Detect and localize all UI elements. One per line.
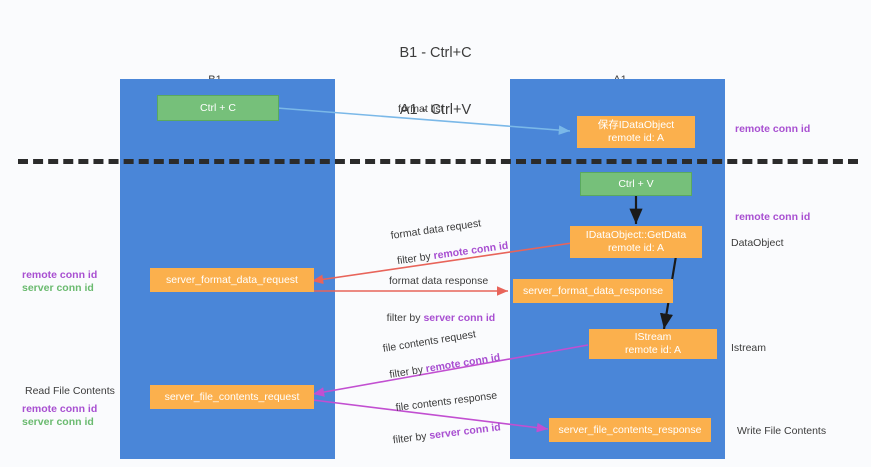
node-store-idataobject-line1: 保存IDataObject: [597, 119, 675, 131]
filter-value: remote conn id: [432, 239, 509, 263]
filter-value: remote conn id: [424, 351, 502, 376]
node-server-file-contents-request[interactable]: server_file_contents_request: [150, 385, 314, 409]
filter-prefix: filter by: [392, 430, 431, 447]
node-store-idataobject[interactable]: 保存IDataObject remote id: A: [577, 116, 695, 148]
edge-label-format-data-response-filter: filter by server conn id: [375, 299, 496, 338]
annotation-left-server-conn-id-1: server conn id: [22, 282, 94, 294]
node-server-format-data-request[interactable]: server_format_data_request: [150, 268, 314, 292]
node-getdata-line1: IDataObject::GetData: [585, 229, 687, 241]
node-server-format-data-response[interactable]: server_format_data_response: [513, 279, 673, 303]
annotation-right-write-file-contents: Write File Contents: [737, 425, 827, 437]
edge-label-format-data-response: format data response: [389, 275, 489, 287]
phase-separator: [18, 159, 858, 164]
filter-prefix: filter by: [396, 250, 435, 268]
edge-label-format-list: format list: [398, 103, 444, 115]
title-line-1: B1 - Ctrl+C: [399, 45, 472, 61]
node-server-file-contents-response[interactable]: server_file_contents_response: [549, 418, 711, 442]
annotation-right-istream: Istream: [731, 342, 767, 354]
annotation-right-remote-conn-id-top: remote conn id: [735, 123, 811, 135]
annotation-left-server-conn-id-2: server conn id: [22, 416, 94, 428]
annotation-right-remote-conn-id-mid: remote conn id: [735, 211, 811, 223]
filter-prefix: filter by: [388, 363, 427, 381]
node-store-idataobject-line2: remote id: A: [607, 132, 665, 144]
filter-value: server conn id: [428, 421, 502, 442]
annotation-right-data-object: DataObject: [731, 237, 784, 249]
edge-label-file-contents-response-filter: filter by server conn id: [379, 408, 503, 461]
annotation-left-read-file-contents: Read File Contents: [25, 385, 115, 397]
annotation-left-remote-conn-id-2: remote conn id: [22, 403, 98, 415]
node-istream-line1: IStream: [634, 331, 672, 343]
node-getdata-line2: remote id: A: [607, 242, 665, 254]
node-idataobject-getdata[interactable]: IDataObject::GetData remote id: A: [570, 226, 702, 258]
filter-prefix: filter by: [386, 312, 424, 324]
node-ctrl-v[interactable]: Ctrl + V: [580, 172, 692, 196]
node-istream[interactable]: IStream remote id: A: [589, 329, 717, 359]
node-istream-line2: remote id: A: [624, 344, 682, 356]
node-ctrl-c[interactable]: Ctrl + C: [157, 95, 279, 121]
annotation-left-remote-conn-id-1: remote conn id: [22, 269, 98, 281]
filter-value: server conn id: [423, 312, 496, 324]
